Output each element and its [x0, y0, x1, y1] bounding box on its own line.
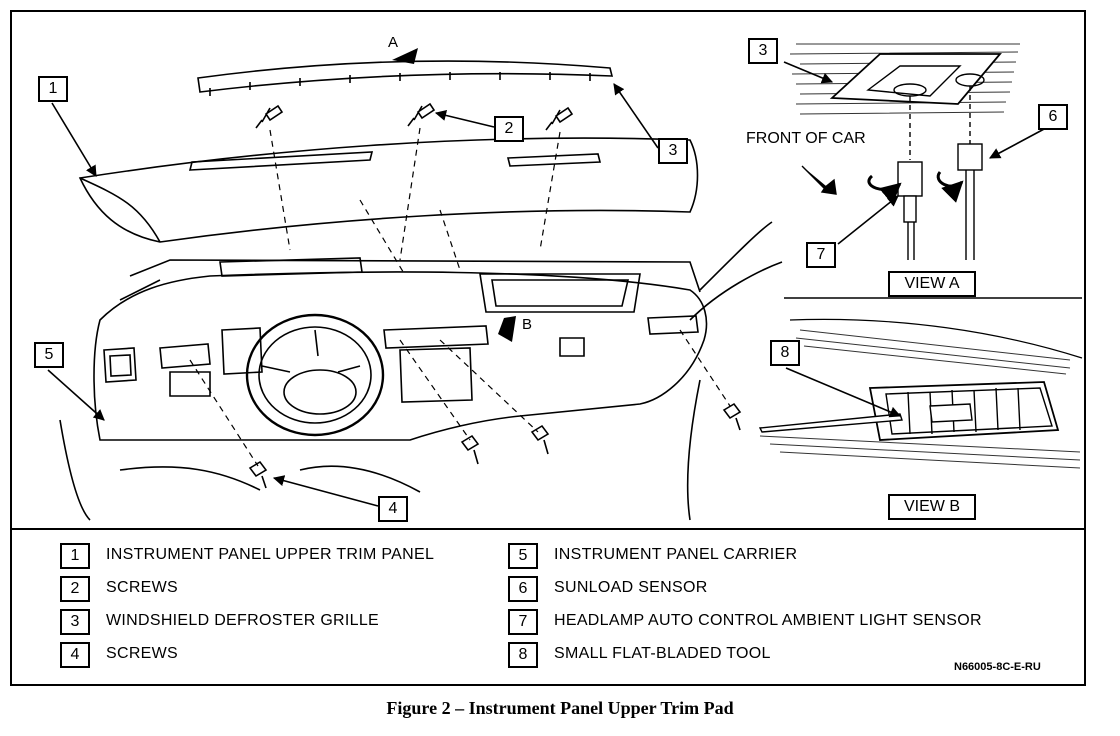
legend-number: 7	[508, 609, 538, 635]
callout-8: 8	[770, 340, 800, 366]
view-b-arrow-label: B	[522, 316, 533, 333]
legend-text: SCREWS	[106, 579, 179, 596]
legend-item: 5 INSTRUMENT PANEL CARRIER	[508, 543, 1068, 569]
defroster-grille	[197, 60, 614, 93]
legend-item: 8 SMALL FLAT-BLADED TOOL	[508, 642, 1068, 668]
callout-1: 1	[38, 76, 68, 102]
flat-bladed-tool	[758, 413, 903, 433]
upper-trim-panel	[78, 137, 699, 243]
sunload-sensor	[957, 143, 983, 171]
callout-6: 6	[1038, 104, 1068, 130]
legend-text: INSTRUMENT PANEL UPPER TRIM PANEL	[106, 546, 435, 563]
legend-text: SMALL FLAT-BLADED TOOL	[554, 645, 771, 662]
legend-text: SCREWS	[106, 645, 179, 662]
legend-item: 1 INSTRUMENT PANEL UPPER TRIM PANEL	[60, 543, 500, 569]
legend-number: 8	[508, 642, 538, 668]
callout-4: 4	[378, 496, 408, 522]
legend-number: 4	[60, 642, 90, 668]
legend-number: 2	[60, 576, 90, 602]
callout-2: 2	[494, 116, 524, 142]
legend-number: 6	[508, 576, 538, 602]
front-of-car-label: FRONT OF CAR	[746, 130, 866, 147]
legend-number: 5	[508, 543, 538, 569]
main-illustration	[59, 60, 783, 521]
legend-item: 4 SCREWS	[60, 642, 500, 668]
view-b-illustration	[758, 318, 1083, 469]
legend-item: 6 SUNLOAD SENSOR	[508, 576, 1068, 602]
figure-code: N66005-8C-E-RU	[954, 661, 1041, 673]
legend-text: INSTRUMENT PANEL CARRIER	[554, 546, 798, 563]
legend-text: SUNLOAD SENSOR	[554, 579, 708, 596]
callout-3-view-a: 3	[748, 38, 778, 64]
view-a-label: VIEW A	[888, 271, 976, 297]
view-a-illustration	[789, 43, 1020, 260]
legend-separator	[12, 528, 1084, 530]
view-arrows	[392, 48, 516, 342]
leader-lines	[47, 83, 659, 507]
steering-wheel	[245, 313, 385, 437]
headlamp-sensor	[897, 161, 923, 197]
legend-text: HEADLAMP AUTO CONTROL AMBIENT LIGHT SENS…	[554, 612, 982, 629]
legend-number: 3	[60, 609, 90, 635]
figure-frame	[10, 10, 1086, 686]
callout-3: 3	[658, 138, 688, 164]
legend-item: 3 WINDSHIELD DEFROSTER GRILLE	[60, 609, 500, 635]
legend-number: 1	[60, 543, 90, 569]
figure-caption: Figure 2 – Instrument Panel Upper Trim P…	[386, 698, 734, 718]
legend-item: 2 SCREWS	[60, 576, 500, 602]
legend-text: WINDSHIELD DEFROSTER GRILLE	[106, 612, 380, 629]
lower-screws	[248, 402, 742, 489]
view-a-arrow-label: A	[388, 34, 399, 51]
callout-5: 5	[34, 342, 64, 368]
view-b-label: VIEW B	[888, 494, 976, 520]
upper-screws	[255, 102, 574, 131]
callout-7: 7	[806, 242, 836, 268]
legend-item: 7 HEADLAMP AUTO CONTROL AMBIENT LIGHT SE…	[508, 609, 1068, 635]
